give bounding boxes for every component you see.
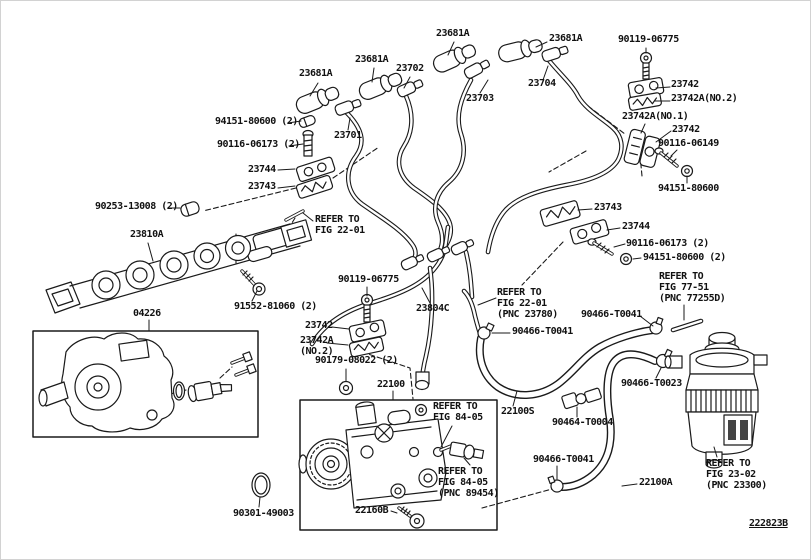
nozzle-holder — [498, 39, 543, 63]
pipe-union-fitting — [450, 239, 475, 256]
part-label-refer-fig22-01-a: REFER TO FIG 22-01 — [315, 214, 365, 236]
part-label-90464-t0004: 90464-T0004 — [552, 417, 613, 428]
part-label-23681a-4: 23681A — [549, 33, 583, 44]
clamp-23744 — [295, 156, 336, 182]
part-label-90253-13008: 90253-13008 (2) — [95, 201, 178, 212]
pipe-union-fitting — [541, 45, 569, 63]
bolt-22160b — [397, 506, 425, 529]
o-ring-art — [251, 472, 271, 498]
part-label-90179-08022: 90179-08022 (2) — [315, 355, 398, 366]
part-label-refer-fig23-02: REFER TO FIG 23-02 (PNC 23300) — [706, 458, 767, 491]
part-label-23702: 23702 — [396, 63, 424, 74]
part-label-90466-t0023: 90466-T0023 — [621, 378, 682, 389]
part-label-23743-a: 23743 — [248, 181, 276, 192]
part-label-23742-c: 23742 — [305, 320, 333, 331]
clamp-23743 — [295, 174, 334, 199]
part-label-diagram-code: 222823B — [749, 518, 788, 529]
bolt-90116-06149 — [654, 147, 679, 168]
nozzle-holder — [432, 44, 477, 73]
part-label-refer-fig84-05-b: REFER TO FIG 84-05 (PNC 89454) — [438, 466, 499, 499]
pipe-union-fitting — [396, 79, 424, 98]
part-label-90119-06775-a: 90119-06775 — [618, 34, 679, 45]
part-label-90116-06173-b: 90116-06173 (2) — [626, 238, 709, 249]
part-label-91552-81060: 91552-81060 (2) — [234, 301, 317, 312]
part-label-23681a-1: 23681A — [299, 68, 333, 79]
part-label-90466-t0041-c: 90466-T0041 — [533, 454, 594, 465]
part-label-23742a-no2-b: 23742A (NO.2) — [300, 335, 334, 357]
clamp-pair-23742a-no1 — [623, 128, 661, 168]
label-leader-lines — [147, 41, 718, 514]
injection-pipes-art — [309, 45, 624, 386]
nozzle-holder — [295, 86, 340, 114]
clamp-23743 — [539, 200, 581, 227]
part-label-23744-b: 23744 — [622, 221, 650, 232]
part-label-23744-a: 23744 — [248, 164, 276, 175]
part-label-22160b: 22160B — [355, 505, 389, 516]
part-label-23742-b: 23742 — [672, 124, 700, 135]
part-label-90466-t0041-a: 90466-T0041 — [512, 326, 573, 337]
part-label-23704: 23704 — [528, 78, 556, 89]
part-label-90116-06149: 90116-06149 — [658, 138, 719, 149]
hose-clamp-90466-t0041 — [547, 475, 564, 493]
injection-pump-box-art — [298, 371, 498, 531]
valve-90464-t0004 — [561, 387, 602, 410]
part-label-23681a-3: 23681A — [436, 28, 470, 39]
pipe-union-fitting — [463, 59, 491, 79]
injector-nozzles-art — [295, 39, 543, 114]
part-label-22100s: 22100S — [501, 406, 535, 417]
part-label-23701: 23701 — [334, 130, 362, 141]
part-label-90119-06775-b: 90119-06775 — [338, 274, 399, 285]
clamp-23742a — [348, 336, 385, 358]
part-label-23681a-2: 23681A — [355, 54, 389, 65]
part-label-23810a: 23810A — [130, 229, 164, 240]
part-label-23742-a: 23742 — [671, 79, 699, 90]
part-label-refer-fig22-01-b: REFER TO FIG 22-01 (PNC 23780) — [497, 287, 558, 320]
part-label-22100a: 22100A — [639, 477, 673, 488]
pipe-union-fitting — [400, 254, 425, 271]
part-label-94151-80600-c: 94151-80600 (2) — [643, 252, 726, 263]
fuel-filter-art — [664, 331, 768, 469]
part-label-refer-fig84-05-a: REFER TO FIG 84-05 — [433, 401, 483, 423]
part-label-23703: 23703 — [466, 93, 494, 104]
pump-sensor-part — [449, 441, 485, 460]
pipe-union-fitting — [334, 98, 362, 116]
stud-94151 — [298, 115, 316, 128]
filter-outlet-port — [753, 354, 768, 366]
bolt-90116-06173 — [302, 129, 314, 157]
part-label-22100: 22100 — [377, 379, 405, 390]
part-label-90301-49003: 90301-49003 — [233, 508, 294, 519]
clamp-and-fastener-parts-art — [180, 51, 694, 396]
nut-94151 — [680, 164, 694, 178]
nut-94151 — [619, 252, 633, 266]
part-label-90466-t0041-b: 90466-T0041 — [581, 309, 642, 320]
part-label-refer-fig77-51: REFER TO FIG 77-51 (PNC 77255D) — [659, 271, 726, 304]
part-label-94151-80600-a: 94151-80600 — [658, 183, 719, 194]
pump-plunger-part — [187, 380, 233, 403]
supply-pump-box-art — [32, 330, 259, 438]
part-label-90116-06173-a: 90116-06173 (2) — [217, 139, 300, 150]
pump-kit-outline-box — [32, 330, 259, 438]
sensor-bolt — [432, 444, 453, 458]
part-label-04226: 04226 — [133, 308, 161, 319]
pipe-union-fitting — [426, 246, 451, 263]
nozzle-holder — [358, 72, 403, 100]
part-label-23742a-no1: 23742A(NO.1) — [622, 111, 689, 122]
nut-90179-08022 — [338, 380, 354, 396]
hose-clamp-90466-t0041 — [649, 316, 664, 335]
bolt-90116-06173 — [587, 238, 614, 256]
part-label-23804c: 23804C — [416, 303, 450, 314]
plug-90253-13008 — [180, 201, 200, 217]
part-label-94151-80600-b: 94151-80600 (2) — [215, 116, 298, 127]
hose-clamp-90466-t0041 — [477, 322, 495, 340]
part-label-23743-b: 23743 — [594, 202, 622, 213]
fuel-rail-art — [45, 209, 313, 314]
part-label-23742a-no2-a: 23742A(NO.2) — [671, 93, 738, 104]
clamp-23742a — [627, 92, 662, 111]
